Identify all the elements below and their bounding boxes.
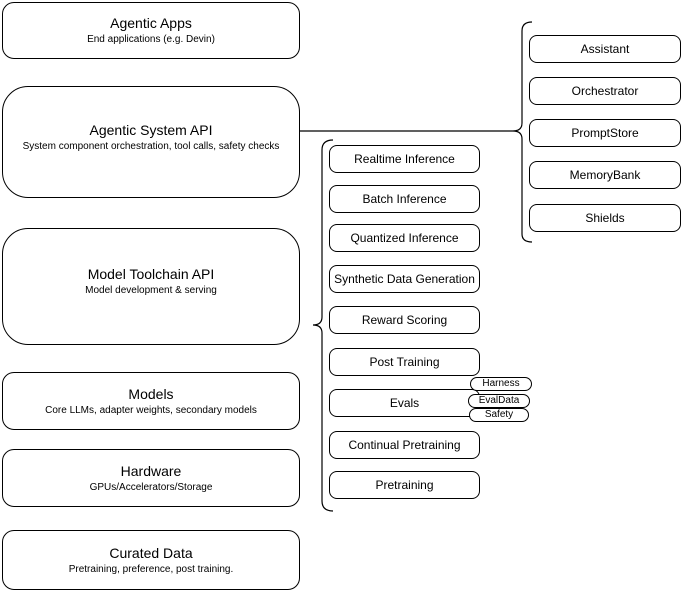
box-subtitle: Pretraining, preference, post training. xyxy=(68,563,234,575)
box-realtime-inference: Realtime Inference xyxy=(329,145,480,173)
box-curated-data: Curated Data Pretraining, preference, po… xyxy=(2,530,300,590)
pill-evaldata: EvalData xyxy=(468,394,530,408)
box-memorybank: MemoryBank xyxy=(529,161,681,189)
box-synthetic-data-generation: Synthetic Data Generation xyxy=(329,265,480,293)
box-label: Shields xyxy=(585,211,625,225)
box-label: Pretraining xyxy=(375,478,434,492)
box-evals: Evals xyxy=(329,389,480,417)
box-label: PromptStore xyxy=(571,126,639,140)
pill-safety: Safety xyxy=(469,408,529,422)
box-batch-inference: Batch Inference xyxy=(329,185,480,213)
box-continual-pretraining: Continual Pretraining xyxy=(329,431,480,459)
box-post-training: Post Training xyxy=(329,348,480,376)
pill-label: Safety xyxy=(484,409,514,420)
box-label: Continual Pretraining xyxy=(348,438,461,452)
box-quantized-inference: Quantized Inference xyxy=(329,224,480,252)
box-label: Post Training xyxy=(369,355,440,369)
box-agentic-system-api: Agentic System API System component orch… xyxy=(2,86,300,198)
box-label: Orchestrator xyxy=(571,84,639,98)
box-hardware: Hardware GPUs/Accelerators/Storage xyxy=(2,449,300,507)
box-title: Model Toolchain API xyxy=(87,266,215,282)
box-shields: Shields xyxy=(529,204,681,232)
pill-label: EvalData xyxy=(478,395,520,406)
box-orchestrator: Orchestrator xyxy=(529,77,681,105)
box-title: Models xyxy=(128,385,174,402)
pill-label: Harness xyxy=(482,378,520,389)
box-subtitle: GPUs/Accelerators/Storage xyxy=(89,481,213,493)
box-label: Quantized Inference xyxy=(350,231,459,245)
box-label: Batch Inference xyxy=(362,192,447,206)
pill-harness: Harness xyxy=(470,377,532,391)
box-title: Agentic System API xyxy=(89,121,213,138)
box-label: Synthetic Data Generation xyxy=(334,272,475,286)
box-subtitle: Core LLMs, adapter weights, secondary mo… xyxy=(45,404,257,416)
box-title: Curated Data xyxy=(109,544,193,561)
box-subtitle: System component orchestration, tool cal… xyxy=(22,140,280,152)
box-subtitle: Model development & serving xyxy=(85,285,217,296)
box-pretraining: Pretraining xyxy=(329,471,480,499)
box-title: Hardware xyxy=(120,462,182,479)
box-model-toolchain-api: Model Toolchain API Model development & … xyxy=(2,228,300,345)
box-label: MemoryBank xyxy=(569,168,641,182)
box-promptstore: PromptStore xyxy=(529,119,681,147)
box-label: Realtime Inference xyxy=(354,152,455,166)
box-models: Models Core LLMs, adapter weights, secon… xyxy=(2,372,300,430)
box-agentic-apps: Agentic Apps End applications (e.g. Devi… xyxy=(2,2,300,59)
box-reward-scoring: Reward Scoring xyxy=(329,306,480,334)
box-label: Assistant xyxy=(580,42,630,56)
box-assistant: Assistant xyxy=(529,35,681,63)
box-title: Agentic Apps xyxy=(110,15,192,31)
box-label: Reward Scoring xyxy=(361,313,448,327)
box-subtitle: End applications (e.g. Devin) xyxy=(87,34,215,45)
box-label: Evals xyxy=(389,396,420,410)
